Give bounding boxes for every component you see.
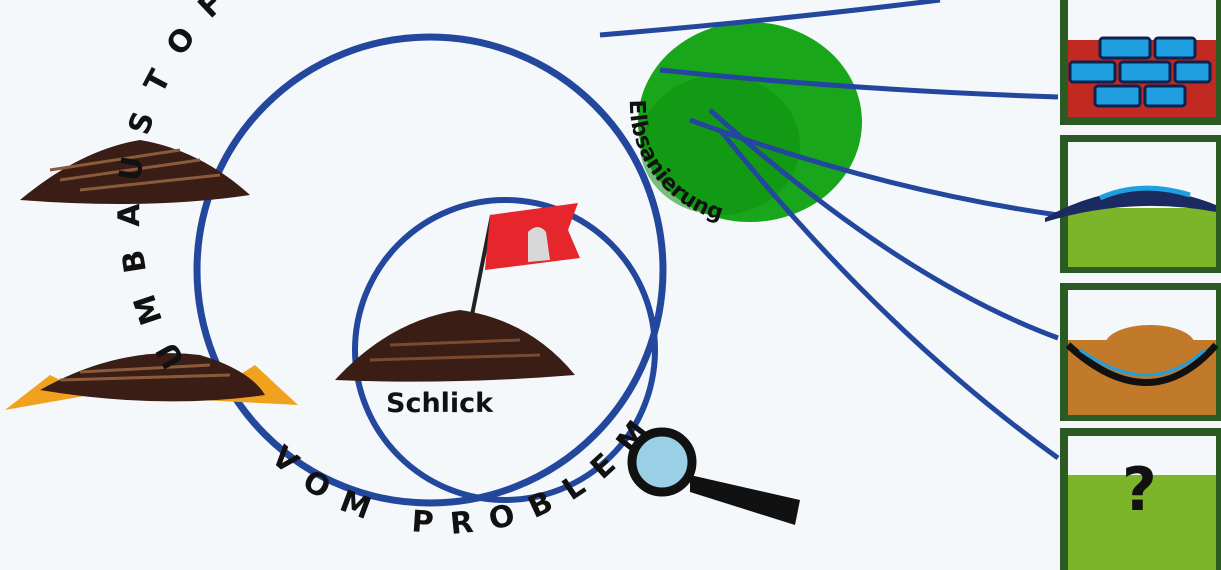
brick-wall-tile: [1060, 0, 1221, 125]
mud-pile-sand: [5, 353, 298, 410]
magnifier-icon: [632, 432, 800, 525]
outer-ring: [197, 37, 663, 503]
question-mark-icon: ?: [1122, 455, 1157, 525]
schlick-pile: [335, 310, 575, 382]
center-label: Schlick: [386, 388, 494, 419]
dike-tile: [1045, 135, 1221, 273]
unknown-tile: ?: [1060, 428, 1221, 570]
trench-tile: [1060, 283, 1221, 421]
